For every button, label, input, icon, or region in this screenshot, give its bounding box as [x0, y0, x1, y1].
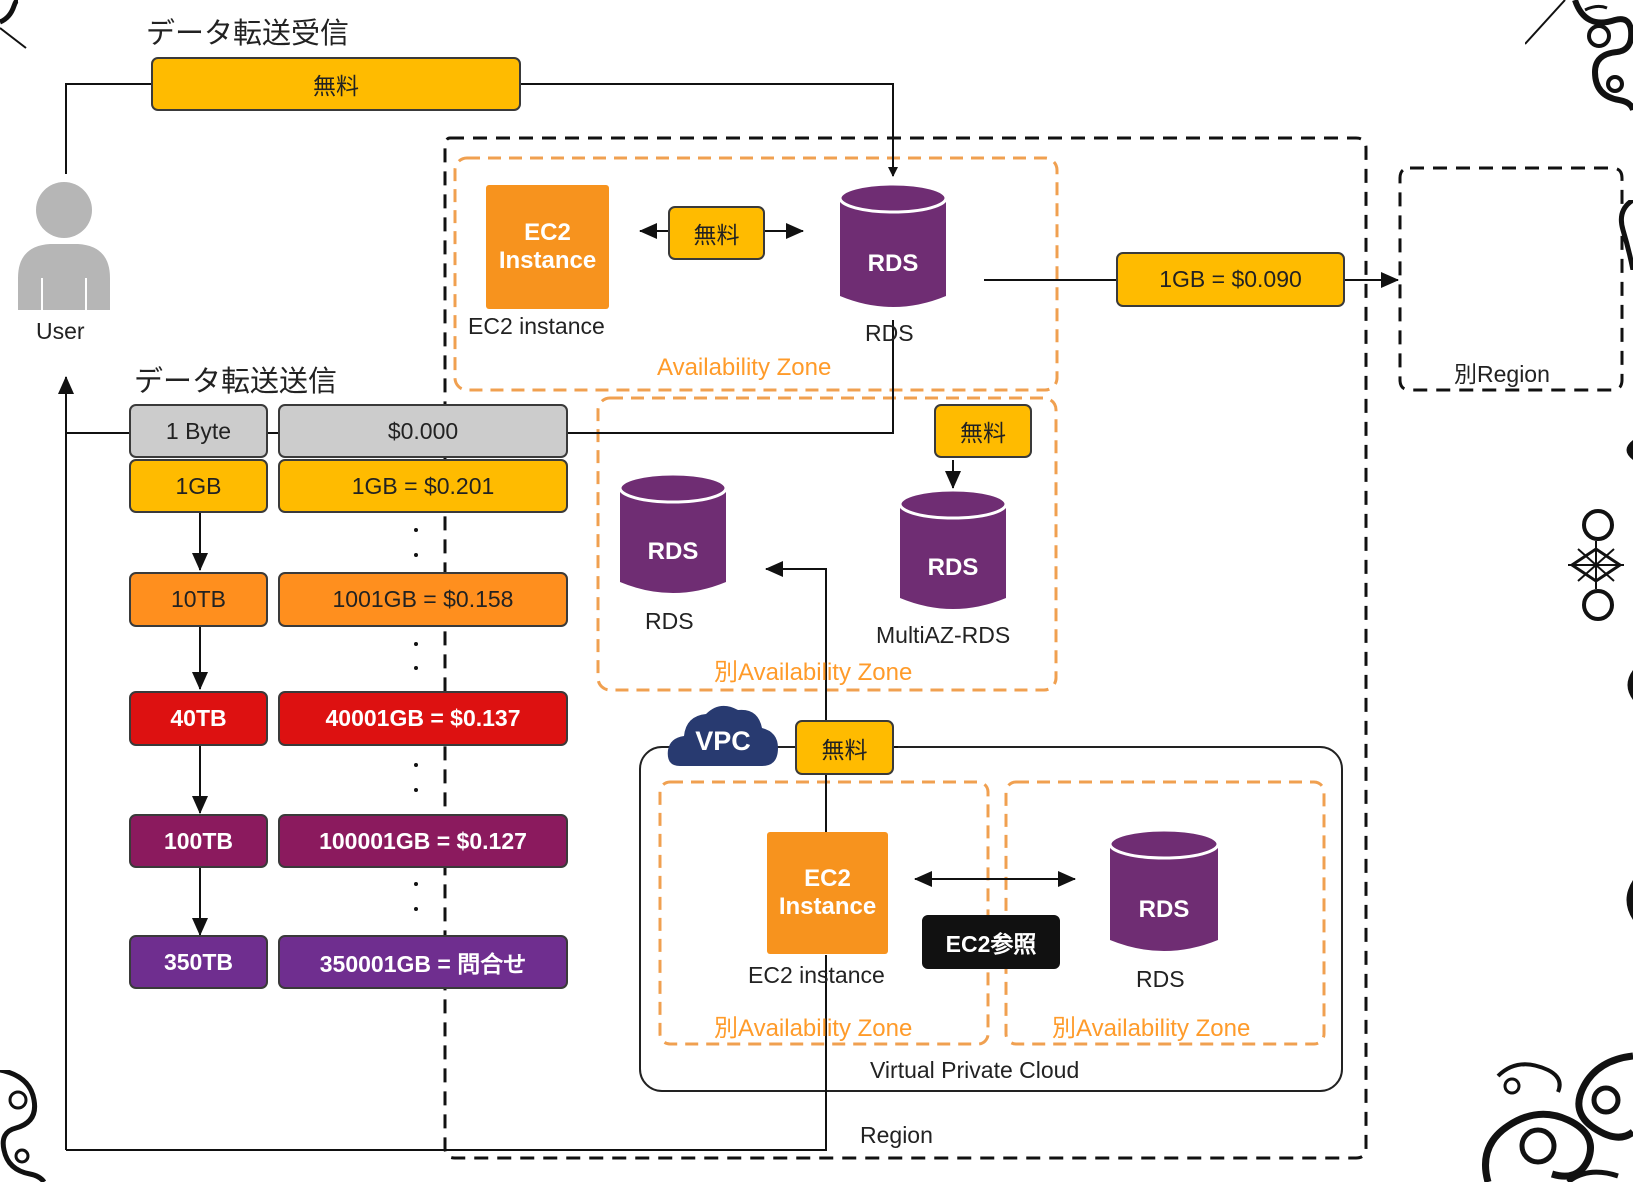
ec2-icon-line1: EC2 [524, 219, 571, 246]
tier-price-40tb: 40001GB = $0.137 [278, 691, 568, 746]
vpc-boundary [639, 746, 1343, 1092]
vpc-ec2-icon-line1: EC2 [804, 865, 851, 892]
ec2-instance-icon: EC2 Instance [486, 185, 609, 309]
vpc-rds-icon-text: RDS [1138, 896, 1190, 923]
user-icon [12, 178, 116, 310]
tier-ellipsis [414, 528, 418, 911]
inbound-price-badge: 無料 [151, 57, 521, 111]
vpc-az-ec2-boundary [658, 780, 990, 1046]
rds-multiaz-icon: RDS [898, 488, 1008, 616]
tier-unit-1gb: 1GB [129, 459, 268, 513]
az-other-label: 別Availability Zone [714, 659, 913, 686]
inbound-heading: データ転送受信 [146, 16, 350, 50]
tier-price-100tb: 100001GB = $0.127 [278, 814, 568, 868]
vpc-rds-label: RDS [1136, 966, 1185, 992]
side-ornament-right-2 [1626, 440, 1633, 460]
region-boundary [443, 136, 1368, 1160]
outbound-rds-line [566, 320, 894, 434]
tier-unit-1byte: 1 Byte [129, 404, 268, 458]
ec2-icon-line2: Instance [498, 247, 597, 274]
vpc-price-badge: 無料 [795, 720, 894, 775]
tier-price-1byte: $0.000 [278, 404, 568, 458]
rds-main-label: RDS [865, 320, 914, 346]
az-main-label: Availability Zone [657, 354, 832, 381]
vpc-az-rds-boundary [1004, 780, 1326, 1046]
tier-unit-350tb: 350TB [129, 935, 268, 989]
region-label: Region [860, 1122, 933, 1148]
rds-other-label: RDS [645, 608, 694, 634]
vpc-badge-text: VPC [695, 726, 751, 756]
corner-ornament-top-right [1525, 0, 1633, 111]
user-label: User [36, 318, 85, 344]
vpc-ec2-instance-icon: EC2 Instance [767, 832, 888, 954]
outbound-bottom-line [66, 1040, 827, 1151]
tier-unit-10tb: 10TB [129, 572, 268, 627]
rds-main-icon: RDS [838, 182, 948, 314]
tier-price-10tb: 1001GB = $0.158 [278, 572, 568, 627]
vpc-rds-icon: RDS [1108, 828, 1220, 958]
side-ornament-right-4 [1627, 670, 1633, 700]
corner-ornament-bottom-left [0, 1070, 47, 1182]
az-main-boundary [453, 156, 1059, 392]
vpc-az-rds-label: 別Availability Zone [1052, 1015, 1251, 1042]
other-region-label: 別Region [1454, 361, 1550, 387]
ec2-instance-label: EC2 instance [468, 313, 605, 339]
tier-price-350tb: 350001GB = 問合せ [278, 935, 568, 989]
vpc-cloud-icon: VPC [666, 700, 780, 770]
outbound-heading: データ転送送信 [134, 364, 338, 398]
vpc-az-ec2-label: 別Availability Zone [714, 1015, 913, 1042]
side-ornament-right-1 [1618, 200, 1633, 270]
rds-multiaz-icon-text: RDS [927, 554, 979, 581]
ec2-rds-price-badge: 無料 [668, 206, 765, 260]
tier-unit-40tb: 40TB [129, 691, 268, 746]
vpc-ec2-instance-label: EC2 instance [748, 962, 885, 988]
multiaz-price-badge: 無料 [934, 404, 1032, 458]
ec2-reference-badge: EC2参照 [922, 915, 1060, 969]
inbound-line-left [65, 83, 151, 174]
cross-region-price-badge: 1GB = $0.090 [1116, 252, 1345, 307]
rds-main-icon-text: RDS [867, 250, 919, 277]
rds-other-icon-text: RDS [647, 538, 699, 565]
side-ornament-right-5 [1626, 880, 1633, 920]
vpc-ec2-icon-line2: Instance [778, 893, 877, 920]
tier-unit-100tb: 100TB [129, 814, 268, 868]
rds-other-icon: RDS [618, 472, 728, 600]
corner-ornament-top-left [0, 0, 27, 49]
vpc-label: Virtual Private Cloud [870, 1057, 1080, 1083]
tier-price-1gb: 1GB = $0.201 [278, 459, 568, 513]
rds-multiaz-label: MultiAZ-RDS [876, 622, 1011, 648]
side-ornament-right-3 [1568, 509, 1624, 621]
corner-ornament-bottom-right [1482, 1052, 1633, 1182]
inbound-line-right [520, 83, 898, 177]
other-region-boundary [1398, 166, 1624, 392]
